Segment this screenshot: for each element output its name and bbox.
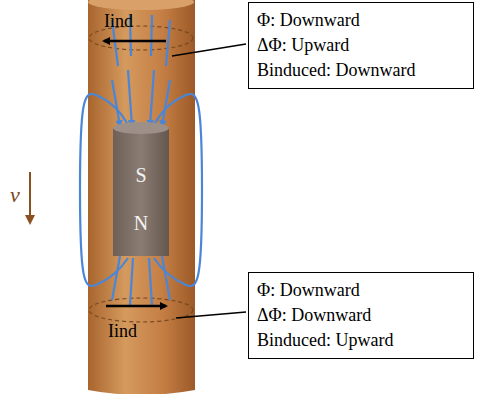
box-line: Binduced: Upward xyxy=(257,328,465,353)
velocity-arrow xyxy=(29,172,31,222)
current-arrow xyxy=(106,305,166,308)
leader-line xyxy=(172,44,246,56)
text-box: Φ: DownwardΔΦ: UpwardBinduced: Downward xyxy=(248,2,474,89)
current-label: Iind xyxy=(104,12,133,30)
bar-magnet xyxy=(113,128,169,256)
box-line: Φ: Downward xyxy=(257,278,465,303)
box-line: ΔΦ: Downward xyxy=(257,303,465,328)
leader-line xyxy=(176,312,246,318)
magnet-top xyxy=(113,122,169,134)
symbol-label: S xyxy=(135,165,146,185)
box-line: ΔΦ: Upward xyxy=(257,33,465,58)
symbol-label: v xyxy=(10,184,20,206)
current-label: Iind xyxy=(108,322,137,340)
box-line: Φ: Downward xyxy=(257,8,465,33)
text-box: Φ: DownwardΔΦ: DownwardBinduced: Upward xyxy=(248,272,474,359)
current-arrow xyxy=(104,40,166,43)
symbol-label: N xyxy=(134,213,148,233)
copper-tube xyxy=(88,0,195,394)
field-lines xyxy=(80,15,202,305)
box-line: Binduced: Downward xyxy=(257,58,465,83)
tube-top xyxy=(88,0,194,10)
